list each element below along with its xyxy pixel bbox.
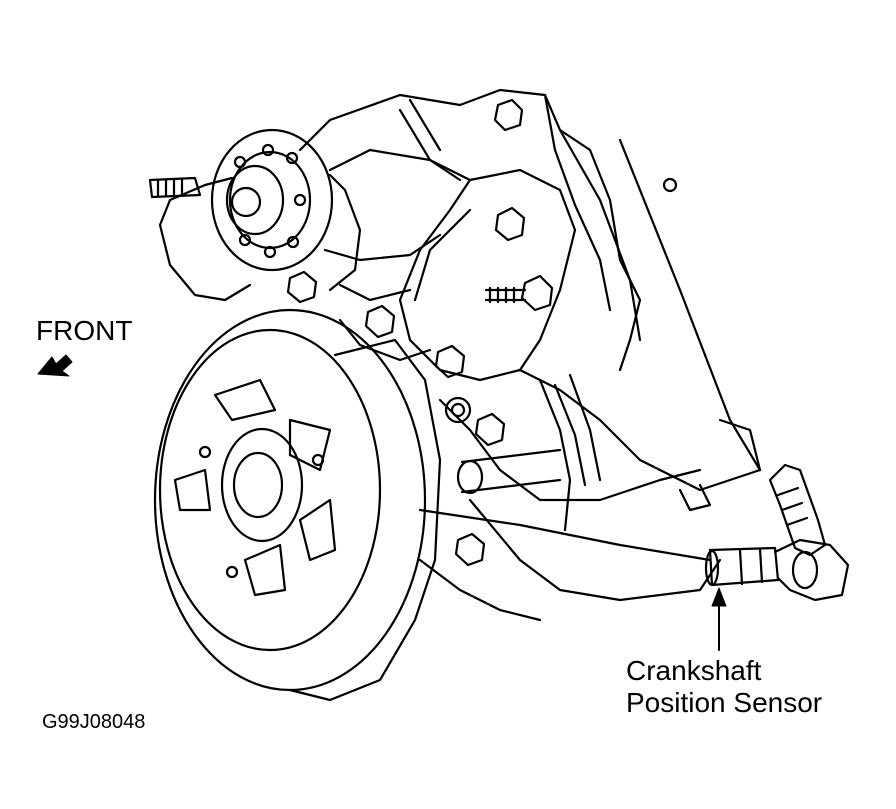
hex-bolts [286, 98, 562, 567]
figure-id: G99J08048 [42, 711, 146, 733]
sensor-callout-label: Crankshaft Position Sensor [626, 655, 822, 719]
front-label: FRONT [36, 315, 133, 346]
engine-block-outline [298, 88, 762, 622]
arrow-up-icon [711, 587, 727, 651]
crankshaft-pulley [153, 308, 442, 702]
crankshaft-position-sensor [418, 463, 850, 602]
arrow-down-left-icon [37, 354, 73, 377]
water-pump [148, 128, 362, 302]
sensor-label-line-2: Position Sensor [626, 687, 823, 718]
sensor-label-line-1: Crankshaft [626, 655, 762, 686]
